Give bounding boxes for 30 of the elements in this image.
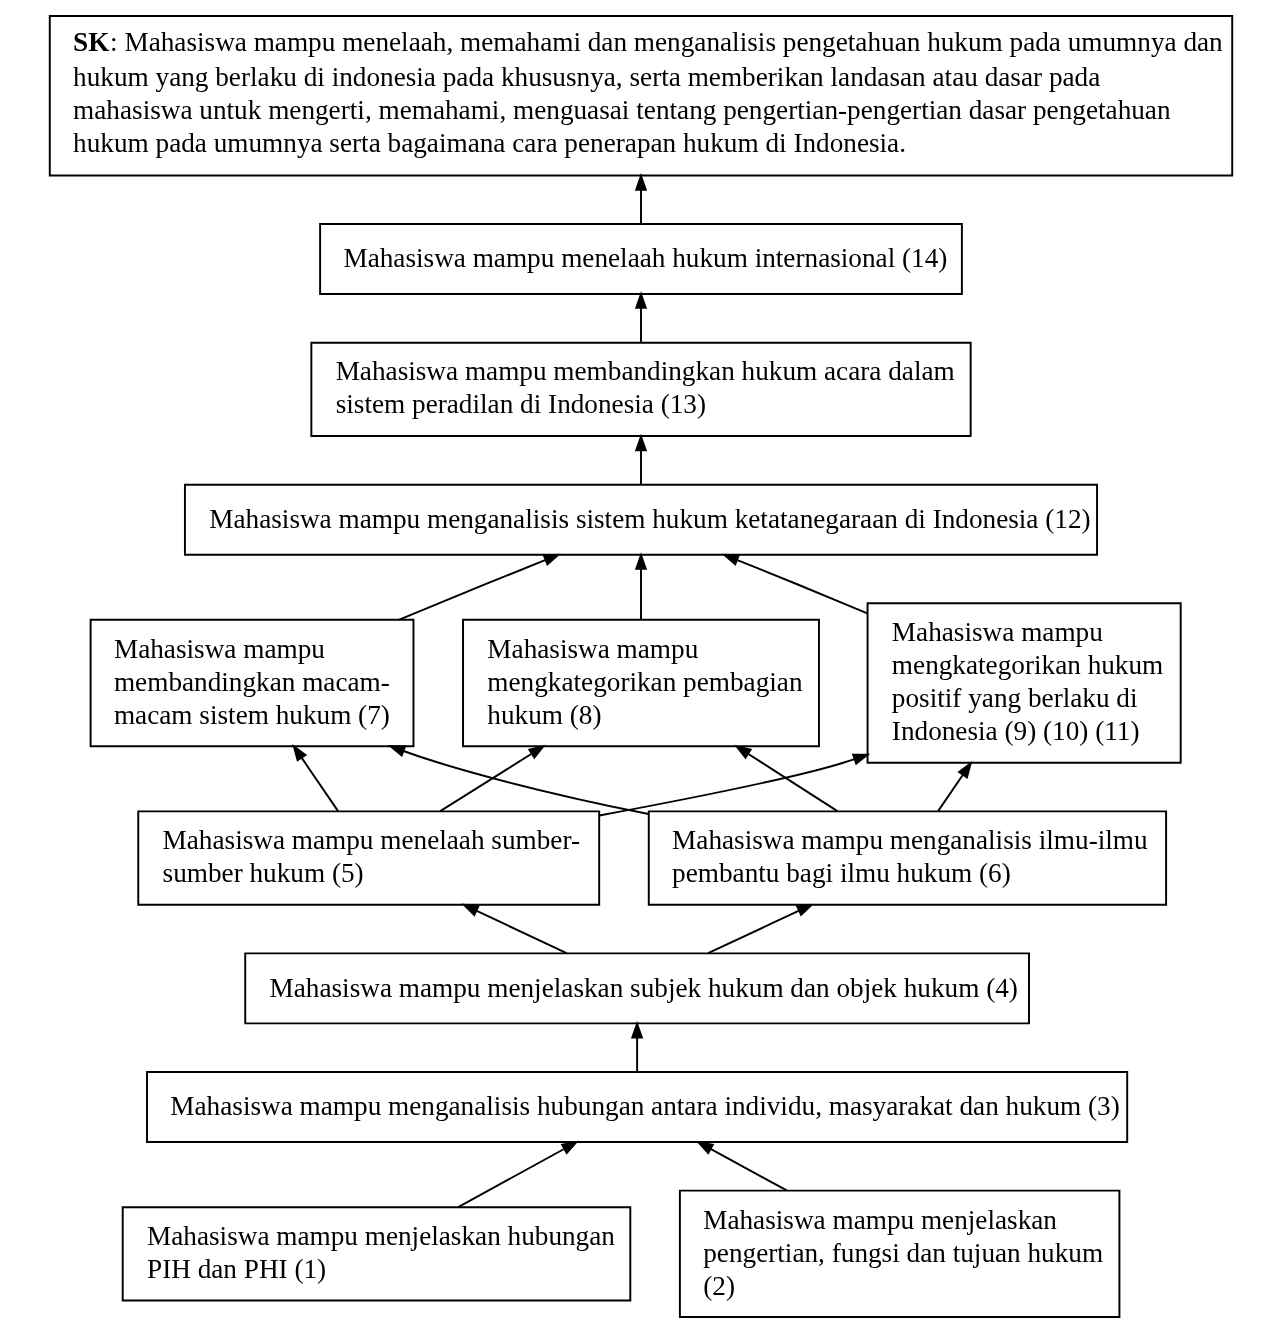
arrow [631, 1020, 644, 1073]
node-box: Mahasiswa mampu membandingkan hukum acara dalam sistem peradilan di Indonesia (13) [310, 341, 972, 437]
node-box: Mahasiswa mampu membandingkan macam-macam sistem hukum (7) [89, 618, 415, 748]
arrow [598, 753, 871, 817]
arrow [634, 433, 648, 486]
node-box: Mahasiswa mampu menganalisis sistem hukum ketatanegaraan di Indonesia (12) [183, 483, 1099, 556]
arrow [457, 1140, 579, 1209]
node-box: Mahasiswa mampu menelaah hukum internasional (14) [319, 223, 963, 296]
node-box: SK: Mahasiswa mampu menelaah, memahami dan menganalisis pengetahuan hukum pada umumnya dan hukum yang berlaku di indonesia pada khususnya, serta memberikan landasan atau dasar pada mahasiswa untuk mengerti, memahami, menguasai tentang pengertian-pengertian dasar pengetahuan hukum pada umumnya serta bagaimana cara penerapan hukum di Indonesia. [48, 15, 1234, 177]
arrow [734, 744, 839, 813]
arrow [721, 553, 869, 615]
arrow [695, 1140, 788, 1192]
arrow [292, 743, 340, 813]
node-box: Mahasiswa mampu menganalisis hubungan antara individu, masyarakat dan hukum (3) [146, 1071, 1129, 1143]
arrow [937, 760, 973, 813]
arrow [397, 553, 561, 621]
node-box: Mahasiswa mampu mengkategorikan hukum positif yang berlaku di Indonesia (9) (10) (11) [866, 602, 1182, 764]
node-box: Mahasiswa mampu menjelaskan pengertian, fungsi dan tujuan hukum (2) [678, 1189, 1121, 1318]
node-box: Mahasiswa mampu menganalisis ilmu-ilmu pembantu bagi ilmu hukum (6) [647, 810, 1168, 906]
arrow [634, 173, 648, 225]
node-box: Mahasiswa mampu menelaah sumber-sumber hukum (5) [137, 810, 601, 906]
arrow [634, 291, 648, 344]
arrow [634, 552, 648, 620]
arrow [707, 903, 815, 955]
node-box: Mahasiswa mampu menjelaskan subjek hukum dan objek hukum (4) [244, 952, 1030, 1025]
node-box: Mahasiswa mampu mengkategorikan pembagian hukum (8) [462, 618, 820, 748]
node-box: Mahasiswa mampu menjelaskan hubungan PIH dan PHI (1) [121, 1206, 632, 1302]
arrow [387, 745, 650, 816]
arrow [439, 744, 546, 813]
arrow [461, 903, 568, 955]
